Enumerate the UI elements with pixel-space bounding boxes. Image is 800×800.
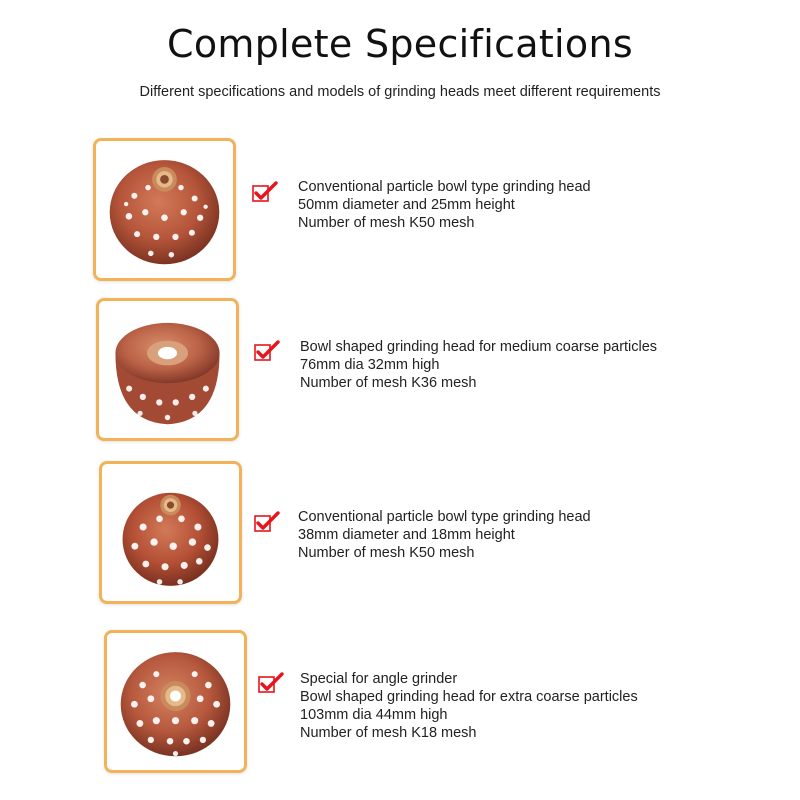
spec-description-1: Conventional particle bowl type grinding… bbox=[298, 178, 591, 232]
spec-description-2: Bowl shaped grinding head for medium coa… bbox=[300, 338, 657, 392]
spec-line: Special for angle grinder bbox=[300, 671, 458, 687]
spec-line: 38mm diameter and 18mm height bbox=[298, 527, 515, 543]
product-card-2 bbox=[96, 298, 239, 441]
product-card-1 bbox=[93, 138, 236, 281]
bowl-grinding-head-76mm-image bbox=[115, 322, 220, 425]
spec-description-3: Conventional particle bowl type grinding… bbox=[298, 508, 591, 562]
check-icon bbox=[254, 340, 280, 362]
spec-line: 103mm dia 44mm high bbox=[300, 707, 448, 723]
page-subtitle: Different specifications and models of g… bbox=[139, 84, 661, 100]
bowl-grinding-head-103mm-image bbox=[120, 652, 231, 757]
spec-line: 50mm diameter and 25mm height bbox=[298, 197, 515, 213]
check-icon bbox=[258, 672, 284, 694]
spec-line: Conventional particle bowl type grinding… bbox=[298, 509, 591, 525]
spec-line: Number of mesh K36 mesh bbox=[300, 375, 477, 391]
spec-description-4: Special for angle grinder Bowl shaped gr… bbox=[300, 670, 638, 742]
bowl-grinding-head-38mm-image bbox=[122, 492, 219, 586]
product-card-3 bbox=[99, 461, 242, 604]
bowl-grinding-head-50mm-image bbox=[109, 160, 220, 265]
spec-line: Number of mesh K50 mesh bbox=[298, 215, 475, 231]
spec-line: Number of mesh K50 mesh bbox=[298, 545, 475, 561]
product-card-4 bbox=[104, 630, 247, 773]
spec-line: Bowl shaped grinding head for extra coar… bbox=[300, 689, 638, 705]
spec-line: Number of mesh K18 mesh bbox=[300, 725, 477, 741]
page-title: Complete Specifications bbox=[167, 22, 633, 66]
spec-line: 76mm dia 32mm high bbox=[300, 357, 440, 373]
check-icon bbox=[254, 511, 280, 533]
spec-line: Bowl shaped grinding head for medium coa… bbox=[300, 339, 658, 355]
check-icon bbox=[252, 181, 278, 203]
spec-line: Conventional particle bowl type grinding… bbox=[298, 179, 591, 195]
